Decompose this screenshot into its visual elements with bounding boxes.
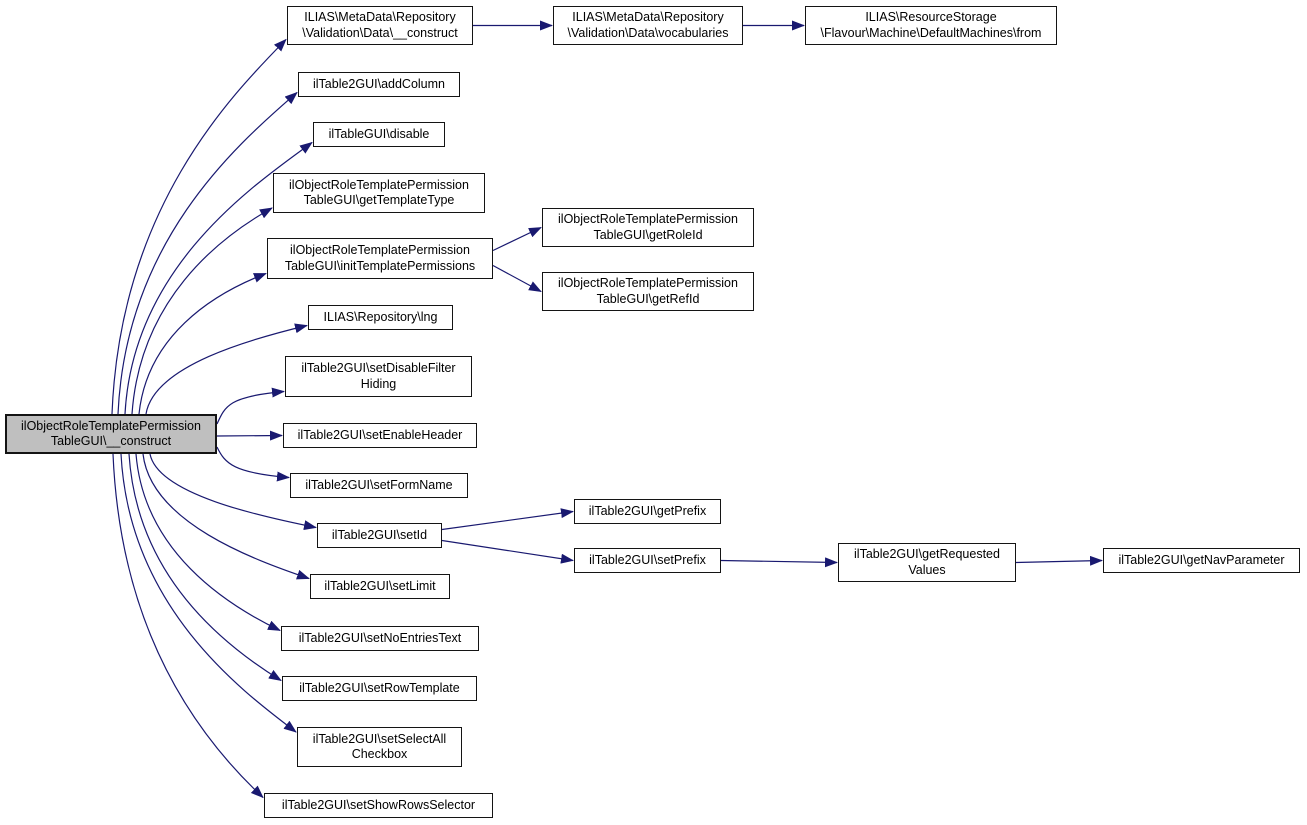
node-add_column[interactable]: ilTable2GUI\addColumn (298, 72, 460, 97)
edge-construct-init_template_permissions (138, 272, 267, 415)
node-label-line: ilTable2GUI\setDisableFilter (301, 361, 456, 375)
node-set_prefix[interactable]: ilTable2GUI\setPrefix (574, 548, 721, 573)
edge-init_template_permissions-get_role_id (492, 226, 542, 252)
node-label-line: ilTable2GUI\setFormName (305, 477, 453, 492)
node-label-line: TableGUI\initTemplatePermissions (284, 258, 476, 273)
node-label-line: ILIAS\Repository\lng (323, 309, 438, 324)
node-label-line: ILIAS\ResourceStorage (865, 10, 997, 24)
node-disable[interactable]: ilTableGUI\disable (313, 122, 445, 147)
edge-construct-set_limit (142, 453, 310, 580)
node-label-line: ilObjectRoleTemplatePermission (290, 243, 470, 257)
node-set_form_name[interactable]: ilTable2GUI\setFormName (290, 473, 468, 498)
edge-get_requested_values-get_nav_parameter (1015, 555, 1103, 566)
node-label-line: TableGUI\getRoleId (593, 227, 703, 242)
node-label-line: ilTableGUI\disable (328, 126, 430, 141)
edge-set_prefix-get_requested_values (720, 557, 838, 568)
node-label-line: \Flavour\Machine\DefaultMachines\from (820, 25, 1042, 40)
node-label-line: ilTable2GUI\addColumn (312, 76, 445, 91)
edge-construct-set_form_name (216, 446, 290, 482)
node-set_id[interactable]: ilTable2GUI\setId (317, 523, 442, 548)
node-label-line: ilTable2GUI\setEnableHeader (297, 427, 463, 442)
node-vocabularies[interactable]: ILIAS\MetaData\Repository\Validation\Dat… (553, 6, 743, 45)
node-set_enable_header[interactable]: ilTable2GUI\setEnableHeader (283, 423, 477, 448)
node-lng[interactable]: ILIAS\Repository\lng (308, 305, 453, 330)
node-label-line: ILIAS\MetaData\Repository (304, 10, 456, 24)
node-md_construct[interactable]: ILIAS\MetaData\Repository\Validation\Dat… (287, 6, 473, 45)
node-label-line: TableGUI\getTemplateType (303, 193, 455, 207)
edge-construct-set_show_rows_selector (112, 453, 264, 799)
node-label-line: ilTable2GUI\setPrefix (589, 552, 706, 567)
node-label-line: Checkbox (351, 747, 408, 761)
node-label-line: ilObjectRoleTemplatePermission (558, 276, 738, 290)
edge-construct-set_row_template (128, 453, 282, 682)
edge-construct-set_disable_filter_hiding (216, 387, 285, 425)
node-label-line: \Validation\Data\vocabularies (567, 25, 729, 40)
node-get_prefix[interactable]: ilTable2GUI\getPrefix (574, 499, 721, 524)
node-set_no_entries_text[interactable]: ilTable2GUI\setNoEntriesText (281, 626, 479, 651)
node-set_show_rows_selector[interactable]: ilTable2GUI\setShowRowsSelector (264, 793, 493, 818)
node-label-line: ILIAS\MetaData\Repository (572, 10, 724, 24)
node-label-line: ilTable2GUI\setNoEntriesText (298, 630, 462, 645)
node-label-line: ilObjectRoleTemplatePermission (289, 177, 469, 192)
node-label-line: ilTable2GUI\setShowRowsSelector (281, 797, 476, 812)
node-label-line: ilTable2GUI\setSelectAll (312, 731, 447, 746)
edge-construct-set_no_entries_text (135, 453, 281, 632)
edge-construct-get_template_type (131, 207, 273, 415)
node-set_row_template[interactable]: ilTable2GUI\setRowTemplate (282, 676, 477, 701)
edge-construct-add_column (117, 91, 298, 415)
edge-construct-disable (124, 141, 313, 415)
node-label-line: ilObjectRoleTemplatePermission (21, 418, 201, 433)
node-label-line: Hiding (360, 376, 397, 391)
node-label-line: TableGUI\__construct (50, 434, 172, 448)
node-label-line: ilObjectRoleTemplatePermission (558, 212, 738, 226)
edge-construct-set_id (149, 453, 317, 531)
node-label-line: ilTable2GUI\setLimit (324, 578, 436, 593)
edge-init_template_permissions-get_ref_id (492, 264, 542, 293)
edge-construct-set_select_all_checkbox (120, 453, 297, 733)
node-label-line: ilTable2GUI\setId (331, 527, 428, 542)
node-label-line: ilTable2GUI\getRequested (854, 547, 1000, 561)
node-label-line: TableGUI\getRefId (596, 291, 700, 306)
node-label-line: Values (908, 562, 946, 577)
node-get_nav_parameter[interactable]: ilTable2GUI\getNavParameter (1103, 548, 1300, 573)
node-label-line: \Validation\Data\__construct (302, 25, 458, 40)
edge-set_id-set_prefix (441, 539, 574, 564)
node-label-line: ilTable2GUI\getNavParameter (1118, 552, 1285, 567)
node-default_machines_from[interactable]: ILIAS\ResourceStorage\Flavour\Machine\De… (805, 6, 1057, 45)
node-set_limit[interactable]: ilTable2GUI\setLimit (310, 574, 450, 599)
node-label-line: ilTable2GUI\setRowTemplate (299, 680, 460, 695)
node-label-line: ilTable2GUI\getPrefix (588, 503, 707, 518)
edge-construct-lng (145, 323, 308, 415)
edge-set_id-get_prefix (441, 508, 574, 531)
edge-construct-set_enable_header (216, 430, 283, 441)
edge-construct-md_construct (111, 38, 287, 415)
